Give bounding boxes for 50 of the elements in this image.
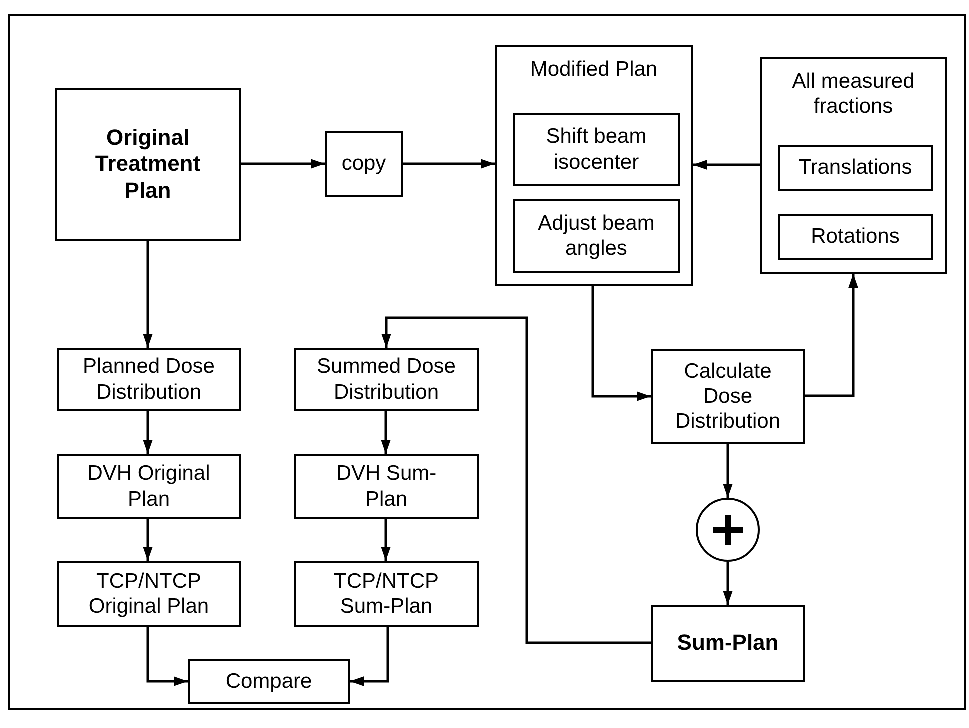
process-box bbox=[294, 348, 479, 411]
process-box bbox=[778, 214, 933, 260]
box-label: DVH Original Plan bbox=[86, 461, 212, 512]
box-label: Adjust beam angles bbox=[537, 210, 656, 262]
box-label: Summed Dose Distribution bbox=[316, 354, 457, 405]
process-box bbox=[294, 561, 479, 627]
arrow bbox=[381, 519, 391, 561]
sum-symbol bbox=[696, 498, 760, 562]
process-box bbox=[57, 454, 241, 519]
process-box bbox=[325, 131, 403, 197]
group-box bbox=[495, 45, 693, 286]
process-box bbox=[57, 561, 241, 627]
arrow bbox=[723, 444, 733, 498]
group-heading: Modified Plan bbox=[529, 57, 659, 82]
arrow bbox=[403, 159, 495, 169]
arrow bbox=[143, 519, 153, 561]
arrow bbox=[805, 274, 858, 398]
box-label: Calculate Dose Distribution bbox=[674, 358, 782, 434]
box-label: Planned Dose Distribution bbox=[82, 354, 216, 405]
group-box bbox=[760, 57, 947, 274]
arrow bbox=[143, 241, 153, 348]
arrow bbox=[350, 627, 390, 686]
arrow bbox=[381, 411, 391, 454]
box-label: Shift beam isocenter bbox=[545, 124, 648, 175]
arrow bbox=[143, 411, 153, 454]
process-box bbox=[778, 145, 933, 191]
box-label: TCP/NTCP Original Plan bbox=[88, 568, 210, 620]
arrow bbox=[382, 316, 651, 644]
arrow bbox=[146, 627, 188, 686]
box-label: copy bbox=[340, 151, 388, 177]
box-label: Original Treatment Plan bbox=[94, 124, 202, 204]
arrow bbox=[723, 562, 733, 605]
box-label: Compare bbox=[224, 668, 314, 694]
group-heading: All measured fractions bbox=[791, 69, 916, 120]
process-box bbox=[57, 348, 241, 411]
process-box bbox=[513, 113, 680, 186]
arrow bbox=[241, 159, 325, 169]
box-label: Sum-Plan bbox=[676, 630, 780, 657]
box-label: TCP/NTCP Sum-Plan bbox=[333, 568, 440, 620]
process-box bbox=[294, 454, 479, 519]
box-label: DVH Sum-Plan bbox=[335, 461, 438, 512]
box-label: Rotations bbox=[810, 224, 901, 250]
process-box bbox=[55, 88, 241, 241]
process-box bbox=[651, 605, 805, 682]
arrow bbox=[592, 286, 651, 402]
process-box bbox=[513, 199, 680, 273]
process-box bbox=[188, 659, 350, 704]
box-label: Translations bbox=[798, 155, 914, 181]
arrow bbox=[693, 160, 760, 170]
process-box bbox=[651, 349, 805, 444]
